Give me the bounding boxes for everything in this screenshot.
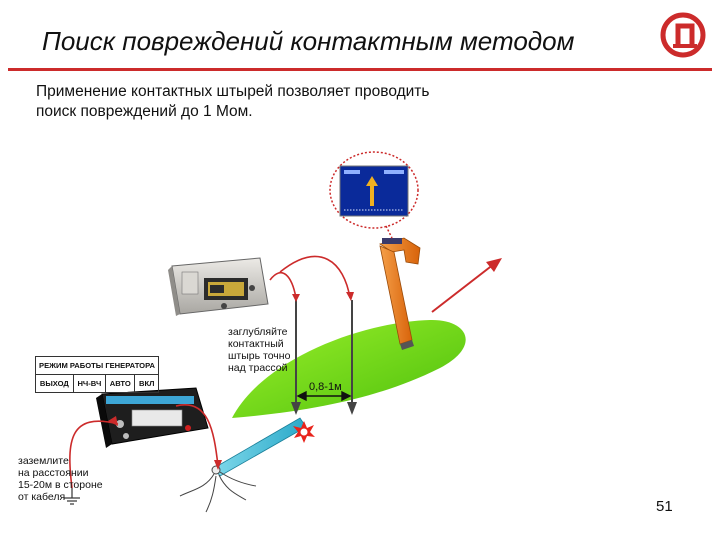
- fault-spark-icon: [293, 421, 315, 443]
- intro-line: Применение контактных штырей позволяет п…: [36, 83, 430, 100]
- generator-device: [96, 387, 209, 448]
- receiver-device: [168, 257, 269, 316]
- generator-mode-cell: ВЫХОД: [35, 374, 74, 393]
- stake-instruction-line: над трассой: [228, 362, 288, 374]
- slide-title: Поиск повреждений контактным методом: [42, 26, 575, 56]
- ground-instruction-line: 15-20м в стороне: [18, 479, 103, 491]
- intro-line: поиск повреждений до 1 Мом.: [36, 103, 253, 120]
- cable-locator-device: [379, 237, 421, 350]
- generator-mode-cell: НЧ-ВЧ: [72, 374, 107, 393]
- ground-icon: [64, 488, 80, 505]
- ground-instruction-line: от кабеля: [18, 491, 66, 503]
- intro-text: Применение контактных штырей позволяет п…: [36, 82, 429, 122]
- stake-instruction-line: контактный: [228, 338, 284, 350]
- contact-stakes: [291, 300, 357, 415]
- page-number: 51: [656, 498, 673, 515]
- ground-instruction-line: на расстоянии: [18, 467, 89, 479]
- ground-instruction-line: заземлите: [18, 455, 69, 467]
- direction-arrow: [431, 258, 502, 313]
- distance-label: 0,8-1м: [309, 381, 342, 393]
- distance-arrow: [296, 390, 352, 402]
- ground-instruction: заземлите на расстоянии 15-20м в стороне…: [18, 455, 103, 503]
- title-divider: [8, 68, 712, 71]
- generator-mode-cell: АВТО: [105, 374, 136, 393]
- stake-instruction-line: штырь точно: [228, 350, 291, 362]
- cable-end-wires: [179, 465, 257, 513]
- cable: [213, 417, 307, 477]
- company-logo-icon: [660, 12, 706, 58]
- stake-instruction-line: заглубляйте: [228, 326, 288, 338]
- test-leads-generator: [69, 403, 219, 489]
- generator-mode-table: РЕЖИМ РАБОТЫ ГЕНЕРАТОРА ВЫХОД НЧ-ВЧ АВТО…: [35, 356, 159, 393]
- generator-mode-cell: ВКЛ: [134, 374, 159, 393]
- test-leads-stakes: [269, 255, 351, 299]
- locator-display-callout: [329, 151, 419, 239]
- generator-mode-header: РЕЖИМ РАБОТЫ ГЕНЕРАТОРА: [35, 356, 159, 375]
- stake-instruction: заглубляйте контактный штырь точно над т…: [228, 326, 290, 374]
